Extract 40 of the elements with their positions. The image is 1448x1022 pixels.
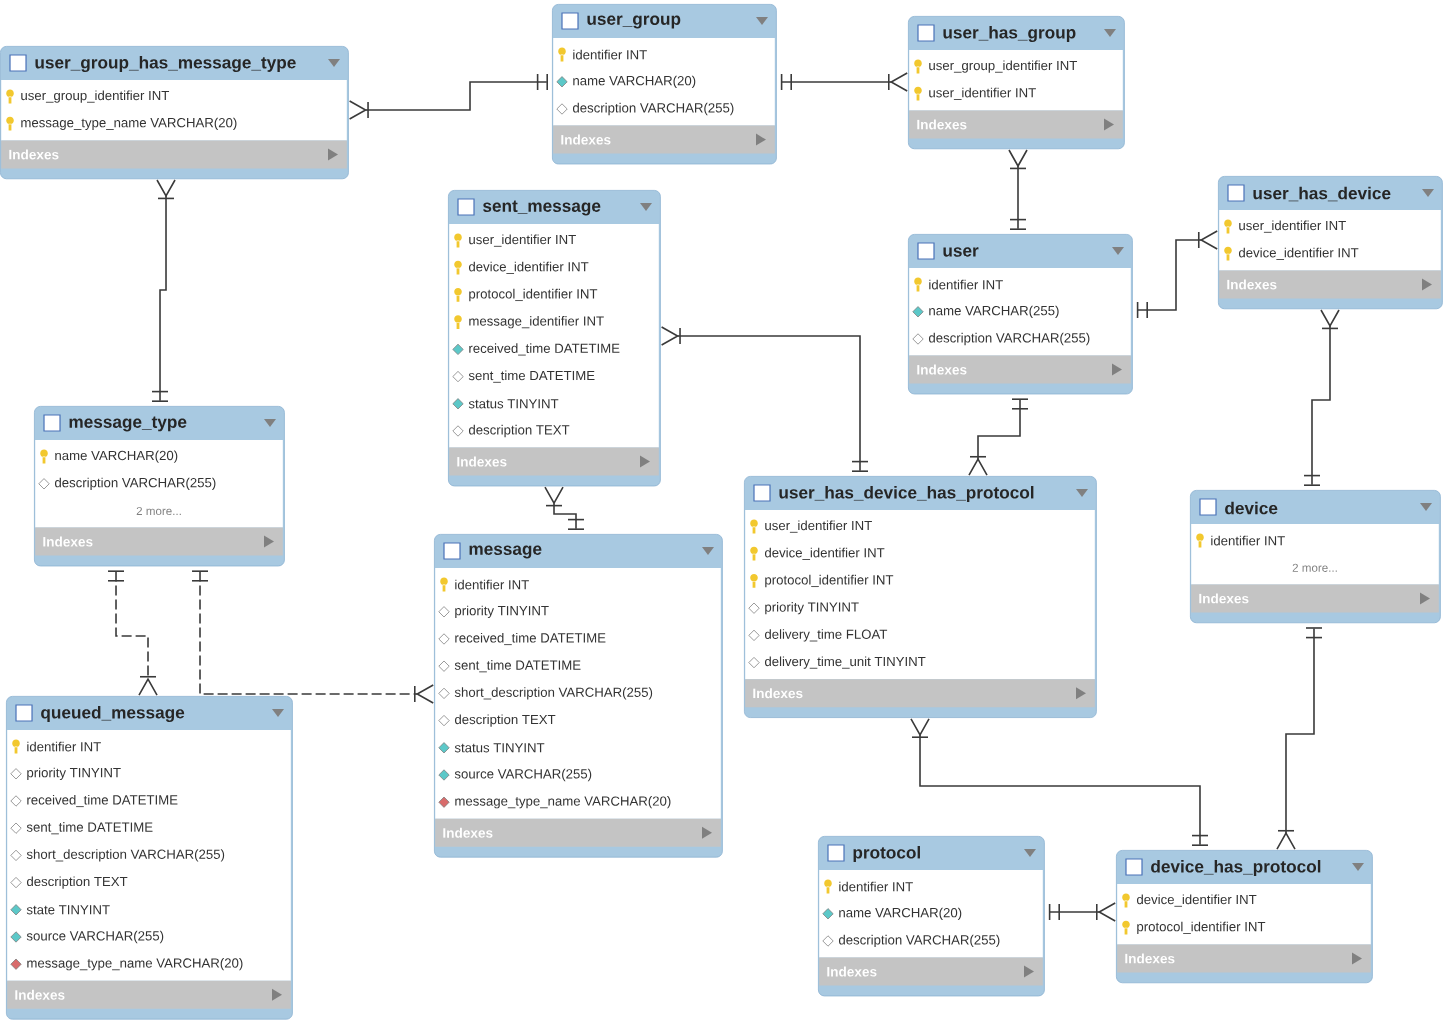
relationship-line — [107, 570, 158, 696]
table-box — [908, 16, 1125, 150]
table-name: user_has_device_has_protocol — [779, 486, 1034, 502]
relationship-line — [191, 570, 434, 704]
table-name: user_has_device — [1253, 186, 1391, 202]
relationship-line — [1303, 309, 1340, 486]
relationship-line — [780, 72, 908, 92]
table-box — [744, 476, 1097, 718]
table-name: message — [469, 545, 542, 559]
table-box — [0, 46, 349, 180]
relationship-line — [1276, 627, 1323, 850]
relationship-line — [1008, 149, 1028, 230]
table-name: message_type — [69, 416, 187, 432]
table-box — [552, 4, 777, 165]
table-box — [434, 534, 723, 858]
table-name: user_group_has_message_type — [35, 55, 296, 73]
table-name: queued_message — [41, 705, 185, 723]
table-box — [6, 696, 293, 1020]
table-name: user_group — [587, 15, 681, 29]
relationship-line — [151, 179, 176, 402]
table-box — [34, 406, 285, 567]
relationship-line — [910, 718, 1209, 846]
table-box — [1116, 850, 1373, 984]
relationship-line — [1136, 230, 1218, 319]
table-box — [448, 190, 661, 487]
table-name: sent_message — [483, 200, 601, 216]
table-box — [908, 234, 1133, 395]
table-name: user — [943, 247, 979, 257]
table-box — [1218, 176, 1443, 310]
table-name: device_has_protocol — [1151, 860, 1321, 876]
relationship-line — [660, 326, 869, 472]
relationship-line — [1048, 902, 1116, 922]
table-box — [1190, 490, 1441, 624]
relationship-line — [348, 73, 548, 120]
table-name: user_has_group — [943, 25, 1076, 43]
table-name: device — [1225, 501, 1278, 515]
table-name: protocol — [853, 846, 920, 862]
table-box — [818, 836, 1045, 997]
relationship-line — [968, 398, 1029, 476]
relationship-line — [544, 486, 585, 530]
